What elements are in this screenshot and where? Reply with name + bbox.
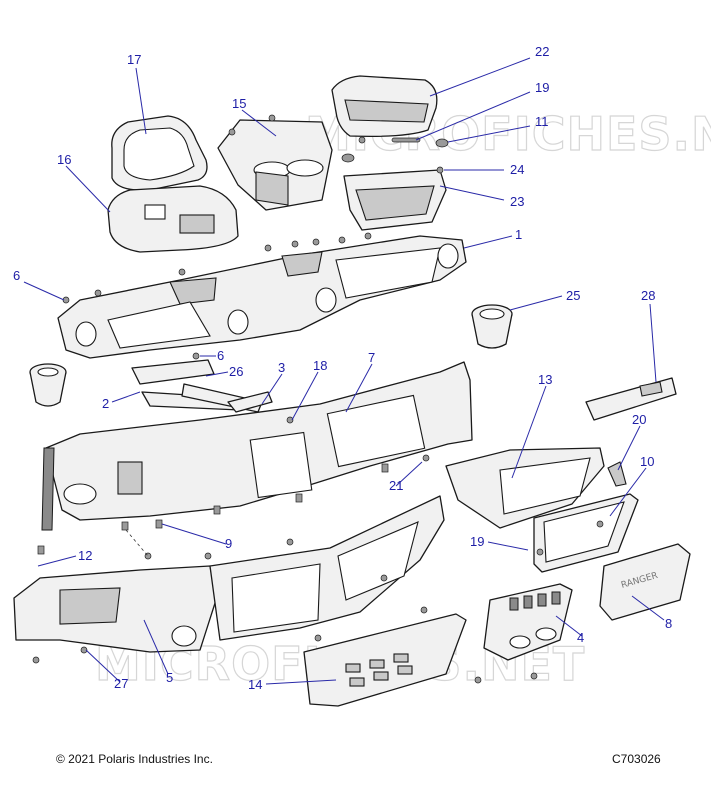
part-15-cupholder-tray (217, 119, 333, 211)
callout-11: 11 (535, 114, 549, 129)
part-5-lower-dash (13, 495, 445, 653)
fasteners-lower (32, 520, 604, 684)
part-1-upper-dash (57, 235, 467, 359)
callout-26: 26 (229, 364, 243, 379)
callout-19-lower: 19 (470, 534, 484, 549)
callout-4: 4 (577, 630, 584, 645)
fasteners-main-dash (37, 416, 430, 560)
callout-5: 5 (166, 670, 173, 685)
copyright-text: © 2021 Polaris Industries Inc. (56, 752, 213, 766)
callout-16: 16 (57, 152, 71, 167)
callout-1: 1 (515, 227, 522, 242)
part-17-gauge-bezel (111, 115, 208, 191)
callout-14: 14 (248, 677, 262, 692)
callout-20: 20 (632, 412, 646, 427)
part-14-lower-panel (303, 613, 467, 707)
callout-10: 10 (640, 454, 654, 469)
part-7-main-dash (41, 361, 473, 531)
leader-lines (23, 57, 665, 685)
callout-13: 13 (538, 372, 552, 387)
callout-27: 27 (114, 676, 128, 691)
part-23-storage-bin (343, 169, 447, 231)
fasteners-panel-1 (62, 232, 372, 360)
callout-12: 12 (78, 548, 92, 563)
callout-17: 17 (127, 52, 141, 67)
callout-6-upper: 6 (13, 268, 20, 283)
callout-6-lower: 6 (217, 348, 224, 363)
callout-15: 15 (232, 96, 246, 111)
fasteners-upper-right (228, 114, 449, 174)
callout-numbers: 17 15 22 19 11 16 24 23 1 6 25 28 6 26 3… (13, 44, 672, 692)
part-cupholder-insert-left (29, 363, 67, 407)
callout-28: 28 (641, 288, 655, 303)
callout-3: 3 (278, 360, 285, 375)
part-13-gauge-housing (445, 447, 605, 529)
part-3-brace (227, 391, 273, 413)
callout-9: 9 (225, 536, 232, 551)
part-20-clip (607, 461, 627, 487)
callout-21: 21 (389, 478, 403, 493)
part-28-side-trim (585, 377, 677, 421)
drawing-code: C703026 (612, 752, 661, 766)
callout-8: 8 (665, 616, 672, 631)
part-8-glovebox-door: RANGER (599, 543, 691, 621)
callout-2: 2 (102, 396, 109, 411)
callout-19: 19 (535, 80, 549, 95)
callout-18: 18 (313, 358, 327, 373)
part-4-switch-bezel (483, 583, 573, 661)
callout-22: 22 (535, 44, 549, 59)
part-22-storage-lid (331, 75, 438, 138)
part-25-cupholder-insert (471, 304, 513, 349)
callout-25: 25 (566, 288, 580, 303)
part-16-gauge-housing (107, 185, 239, 253)
callout-7: 7 (368, 350, 375, 365)
callout-23: 23 (510, 194, 524, 209)
callout-24: 24 (510, 162, 524, 177)
